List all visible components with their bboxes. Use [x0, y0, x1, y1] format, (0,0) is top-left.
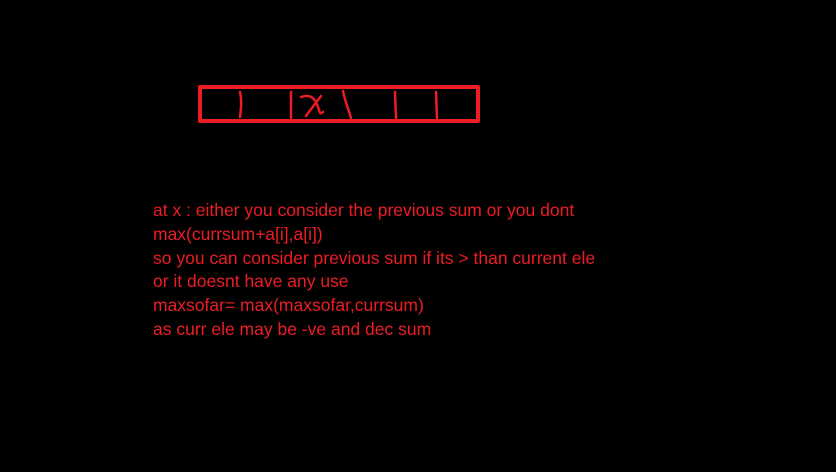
note-line: as curr ele may be -ve and dec sum	[153, 318, 432, 339]
array-sketch	[198, 85, 480, 123]
notes-text: at x : either you consider the previous …	[153, 199, 595, 342]
note-line: maxsofar= max(maxsofar,currsum)	[153, 295, 424, 316]
note-line: so you can consider previous sum if its …	[153, 247, 596, 268]
cell-divider	[393, 90, 398, 120]
array-outline	[198, 85, 480, 123]
cell-divider	[238, 90, 243, 119]
note-line: at x : either you consider the previous …	[153, 200, 575, 220]
note-line: or it doesnt have any use	[153, 271, 349, 292]
cell-divider	[341, 89, 353, 120]
note-line: max(currsum+a[i],a[i])	[153, 223, 323, 244]
cell-divider	[434, 90, 439, 120]
x-mark	[299, 94, 325, 118]
